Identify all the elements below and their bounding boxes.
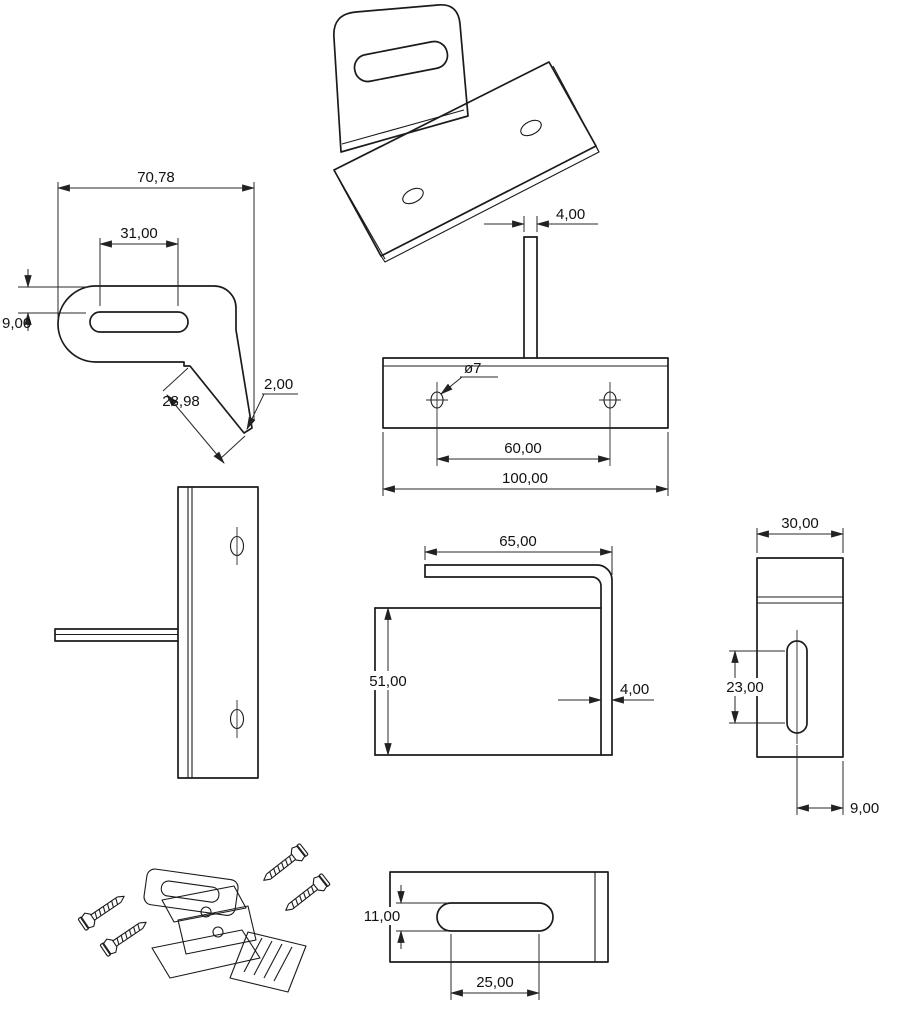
dim-slot-width: 11,00 [354,885,448,949]
view-l-profile: 65,00 51,00 4,00 [360,533,654,757]
l-profile-flange-outer [424,564,613,756]
dim-front-tab-thickness-label: 4,00 [556,206,585,223]
assembly-bolt-head [200,906,212,918]
view-side-profile: 70,78 31,00 9,00 28,98 2,00 [2,169,298,464]
dim-edge-height: 9,00 [2,269,88,332]
dim-right-slot-length-label: 23,00 [726,679,764,696]
dim-hole-spacing: 60,00 [435,440,612,463]
side-profile-outline [57,285,253,434]
dim-total-width: 100,00 [381,432,670,496]
dim-lprofile-thickness-label: 4,00 [620,681,649,698]
screw-icon [98,915,152,958]
ext-line [219,435,246,460]
assembly-clamp-plate [143,868,239,916]
view-side-plate [54,486,259,779]
iso-bend-line [341,109,465,145]
dim-front-hole-diameter-label: ø7 [464,360,482,377]
dim-slot-length: 23,00 [718,649,785,725]
dim-tab-thickness: 4,00 [484,206,598,232]
screw-icon [280,872,332,918]
dim-front-total-width-label: 100,00 [502,470,548,487]
dim-baseplate-slot-length-label: 25,00 [476,974,514,991]
dim-side-slot-length-label: 31,00 [120,225,158,242]
front-base-outline [382,357,669,429]
dim-side-tail-length-label: 28,98 [162,393,200,410]
dim-front-hole-spacing-label: 60,00 [504,440,542,457]
dim-right-edge-offset-label: 9,00 [850,800,879,817]
dim-hole-diameter-leader: ø7 [440,360,498,395]
side-plate-outline [177,486,259,779]
iso-thickness-right [552,65,600,153]
iso-tab-outline [333,4,469,153]
dim-lprofile-flange-length-label: 65,00 [499,533,537,550]
l-profile-flange-inner [424,576,602,756]
dim-side-edge-height-label: 9,00 [2,315,31,332]
assembly-bracket-top [161,885,247,923]
dim-slot-length: 25,00 [449,934,541,1000]
right-plate-outline [756,557,844,758]
view-front: 4,00 ø7 60,00 100,00 [381,206,670,496]
dim-side-thickness-label: 2,00 [264,376,293,393]
label-mask [354,907,410,925]
iso-hole-left [402,187,424,205]
dim-side-total-width-label: 70,78 [137,169,175,186]
screw-icon [258,842,310,888]
view-base-plate: 11,00 25,00 [354,871,609,1000]
dim-lprofile-height-label: 51,00 [369,673,407,690]
assembly-seam-plate [229,931,307,993]
iso-hole-right [520,119,542,137]
iso-thickness-bottom [380,145,600,263]
view-assembly [76,842,332,993]
dimension-line [166,394,225,464]
dim-tail-length: 28,98 [162,367,246,464]
dim-thickness-leader: 2,00 [246,376,298,430]
dim-thickness: 4,00 [558,681,654,704]
assembly-bracket-foot [151,929,261,979]
base-plate-outline [389,871,609,963]
dim-width: 30,00 [755,515,845,553]
side-profile-slot [89,311,189,333]
screw-icon [76,889,130,932]
label-mask [360,671,416,690]
dim-slot-length: 31,00 [98,225,180,306]
iso-tab-slot [353,40,449,83]
dim-baseplate-slot-width-label: 11,00 [364,908,400,925]
view-iso-bracket [333,4,600,263]
leader-line [440,376,463,395]
dim-total-width: 70,78 [56,169,256,420]
label-mask [718,678,772,696]
assembly-bracket-riser [177,905,257,955]
dim-height: 51,00 [360,606,416,757]
dim-right-width-label: 30,00 [781,515,819,532]
base-plate-slot [436,902,554,932]
iso-left-flange-line [337,176,386,260]
leader-line [246,393,265,430]
assembly-bolt-head [212,926,224,938]
dim-flange-length: 65,00 [423,533,614,575]
view-right-plate: 30,00 23,00 9,00 [718,515,879,817]
dim-edge-offset: 9,00 [795,745,879,817]
ext-line [162,367,189,392]
